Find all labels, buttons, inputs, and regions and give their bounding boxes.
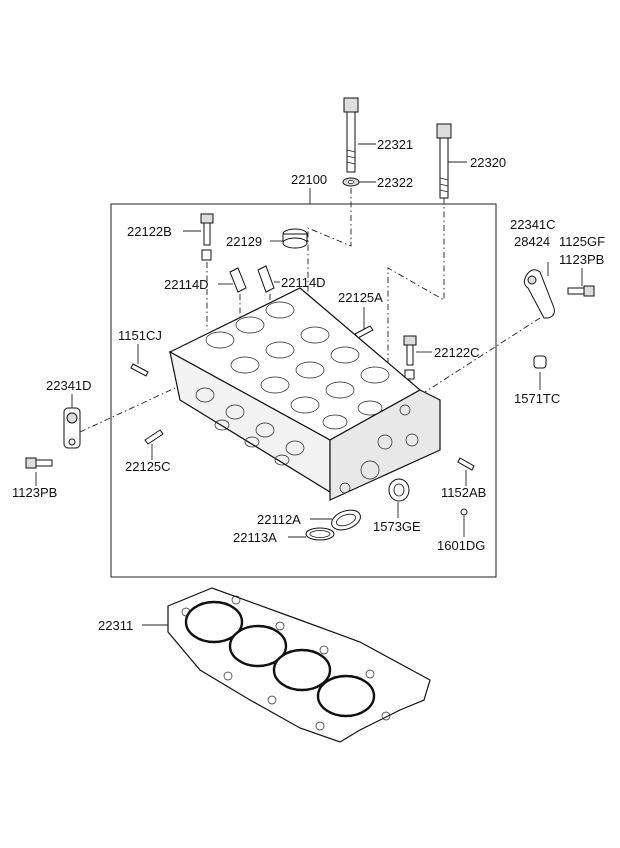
label-22341C: 22341C <box>510 217 556 232</box>
label-22112A: 22112A <box>257 512 301 527</box>
washer-22322 <box>342 177 360 187</box>
bolt-1123PB-left <box>25 457 53 469</box>
guide-22114D-left <box>229 267 247 293</box>
label-22122B: 22122B <box>127 224 172 239</box>
bracket-22341C <box>523 269 555 319</box>
assembly-frame <box>110 203 497 578</box>
cylinder-head-22100 <box>168 287 441 501</box>
bolt-22122C <box>403 335 417 366</box>
label-22311: 22311 <box>98 618 133 633</box>
oring-22113A <box>305 527 335 541</box>
dowel-22122B <box>201 249 212 261</box>
label-1151CJ: 1151CJ <box>118 328 162 343</box>
oring-22112A <box>331 509 361 531</box>
ball-1601DG <box>460 508 468 516</box>
label-22320: 22320 <box>470 155 506 170</box>
label-22341D: 22341D <box>46 378 92 393</box>
label-22100: 22100 <box>291 172 327 187</box>
plug-22129 <box>282 228 308 249</box>
stud-1151CJ <box>130 363 149 377</box>
label-22122C: 22122C <box>434 345 480 360</box>
label-22125C: 22125C <box>125 459 171 474</box>
label-1601DG: 1601DG <box>437 538 485 553</box>
label-22125A: 22125A <box>338 290 383 305</box>
dowel-22122C <box>404 369 415 380</box>
label-22321: 22321 <box>377 137 413 152</box>
guide-22114D-right <box>257 265 275 293</box>
label-1125GF: 1125GF <box>559 234 605 249</box>
head-gasket-22311 <box>167 587 431 743</box>
label-1123PB-right: 1123PB <box>559 252 604 267</box>
label-28424: 28424 <box>514 234 550 249</box>
label-1571TC: 1571TC <box>514 391 560 406</box>
stud-1152AB <box>457 457 475 471</box>
label-1573GE: 1573GE <box>373 519 421 534</box>
label-22129: 22129 <box>226 234 262 249</box>
seal-1573GE <box>388 478 410 502</box>
head-bolt-22320 <box>436 123 452 199</box>
label-1152AB: 1152AB <box>441 485 486 500</box>
head-bolt-22321 <box>343 97 359 173</box>
stud-22125C <box>144 429 164 445</box>
label-1123PB-left: 1123PB <box>12 485 57 500</box>
cap-1571TC <box>533 355 547 369</box>
label-22322: 22322 <box>377 175 413 190</box>
bolt-22122B <box>200 213 214 246</box>
bolt-1123PB-right <box>567 285 595 297</box>
bracket-22341D <box>63 407 81 449</box>
label-22113A: 22113A <box>233 530 277 545</box>
label-22114D-left: 22114D <box>164 277 209 292</box>
label-22114D-right: 22114D <box>281 275 326 290</box>
